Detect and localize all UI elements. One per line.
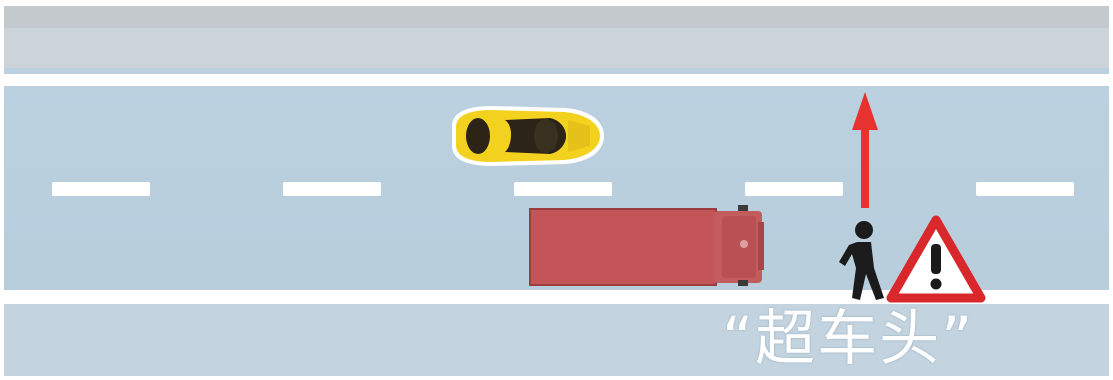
upper-shoulder-edge [4,6,1109,28]
lane-dash [283,182,381,196]
lane-dash [745,182,843,196]
lane-dash [514,182,612,196]
yellow-car-icon [452,106,604,166]
red-truck-icon [530,205,764,286]
top-solid-line [4,74,1109,86]
lane-dash [976,182,1074,196]
overtaking-caption: “超车头” [722,300,974,378]
lane-dash [52,182,150,196]
